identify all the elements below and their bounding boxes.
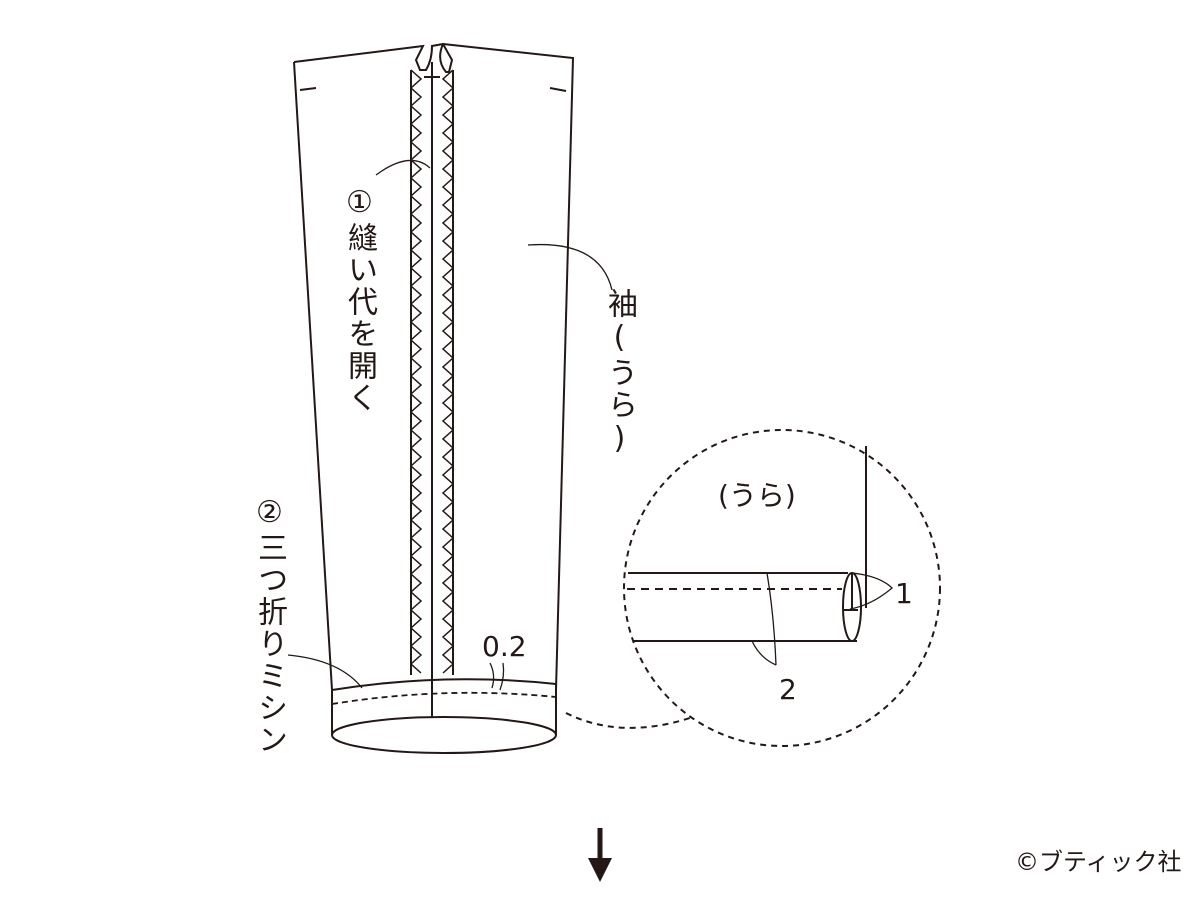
label-detail-wrong-side: (うら) xyxy=(718,479,796,512)
label-detail-1: 1 xyxy=(895,577,913,610)
label-0-2: 0.2 xyxy=(482,630,527,663)
sleeve-outline xyxy=(293,42,575,691)
leader-lines xyxy=(287,159,613,691)
detail-circle xyxy=(565,429,941,747)
down-arrow-icon xyxy=(588,828,612,882)
label-open-seam-allowance: ①縫い代を開く xyxy=(342,185,377,414)
copyright: ©ブティック社 xyxy=(1015,848,1182,876)
label-triple-fold-stitch: ②三つ折りミシン xyxy=(252,495,287,756)
center-seam xyxy=(409,62,455,718)
hem-band xyxy=(331,678,557,754)
label-sleeve-wrong-side: 袖(うら) xyxy=(602,288,637,458)
label-detail-2: 2 xyxy=(779,673,797,706)
